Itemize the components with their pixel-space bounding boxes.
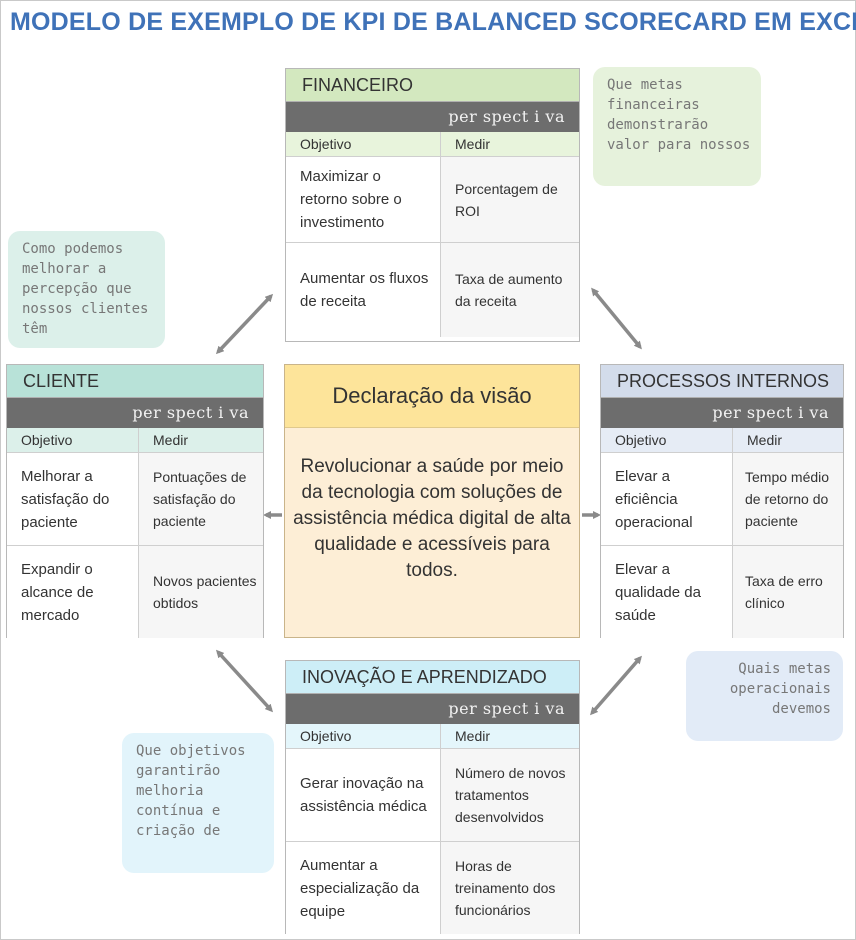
financeiro-col-objective: Objetivo [286, 132, 441, 156]
measure-cell: Tempo médio de retorno do paciente [733, 453, 843, 545]
measure-cell: Horas de treinamento dos funcionários [441, 842, 579, 934]
measure-cell: Número de novos tratamentos desenvolvido… [441, 749, 579, 841]
financeiro-col-measure: Medir [455, 136, 491, 152]
vision-statement-box: Declaração da visão Revolucionar a saúde… [284, 364, 580, 638]
measure-cell: Taxa de erro clínico [733, 546, 843, 638]
cliente-col-objective: Objetivo [7, 428, 139, 452]
inovacao-header: INOVAÇÃO E APRENDIZADO [286, 661, 579, 694]
arrow-cliente-financeiro [215, 293, 274, 355]
measure-cell: Porcentagem de ROI [441, 157, 579, 242]
note-inovacao: Que objetivos garantirão melhoria contín… [122, 733, 274, 873]
note-cliente: Como podemos melhorar a percepção que no… [8, 231, 165, 348]
objective-cell: Elevar a qualidade da saúde [601, 546, 733, 638]
vision-text: Revolucionar a saúde por meio da tecnolo… [293, 456, 571, 581]
arrow-processos-inovacao [590, 655, 642, 716]
table-row: Aumentar a especialização da equipe Hora… [286, 842, 579, 934]
inovacao-col-objective: Objetivo [286, 724, 441, 748]
arrow-financeiro-processos [591, 287, 642, 350]
objective-cell: Aumentar os fluxos de receita [286, 243, 441, 337]
table-row: Aumentar os fluxos de receita Taxa de au… [286, 243, 579, 337]
objective-cell: Maximizar o retorno sobre o investimento [286, 157, 441, 242]
table-row: Gerar inovação na assistência médica Núm… [286, 749, 579, 842]
note-processos: Quais metas operacionais devemos [686, 651, 843, 741]
page-title: MODELO DE EXEMPLO DE KPI DE BALANCED SCO… [10, 8, 856, 36]
objective-cell: Aumentar a especialização da equipe [286, 842, 441, 934]
processos-col-measure: Medir [747, 432, 783, 448]
table-row: Maximizar o retorno sobre o investimento… [286, 157, 579, 243]
measure-cell: Novos pacientes obtidos [139, 546, 263, 638]
objective-cell: Melhorar a satisfação do paciente [7, 453, 139, 545]
arrow-cliente-inovacao [215, 649, 274, 713]
financeiro-header: FINANCEIRO [286, 69, 579, 102]
cliente-perspective-label: per spect i va [7, 398, 263, 428]
processos-perspective-box: PROCESSOS INTERNOS per spect i va Objeti… [600, 364, 844, 638]
inovacao-perspective-box: INOVAÇÃO E APRENDIZADO per spect i va Ob… [285, 660, 580, 934]
processos-column-headers: Objetivo Medir [601, 428, 843, 453]
cliente-perspective-box: CLIENTE per spect i va Objetivo Medir Me… [6, 364, 264, 638]
objective-cell: Elevar a eficiência operacional [601, 453, 733, 545]
financeiro-perspective-box: FINANCEIRO per spect i va Objetivo Medir… [285, 68, 580, 342]
table-row: Melhorar a satisfação do paciente Pontua… [7, 453, 263, 546]
measure-cell: Taxa de aumento da receita [441, 243, 579, 337]
vision-title: Declaração da visão [285, 365, 579, 428]
objective-cell: Expandir o alcance de mercado [7, 546, 139, 638]
cliente-column-headers: Objetivo Medir [7, 428, 263, 453]
inovacao-column-headers: Objetivo Medir [286, 724, 579, 749]
cliente-col-measure: Medir [153, 432, 189, 448]
inovacao-perspective-label: per spect i va [286, 694, 579, 724]
financeiro-column-headers: Objetivo Medir [286, 132, 579, 157]
objective-cell: Gerar inovação na assistência médica [286, 749, 441, 841]
table-row: Expandir o alcance de mercado Novos paci… [7, 546, 263, 638]
measure-cell: Pontuações de satisfação do paciente [139, 453, 263, 545]
cliente-header: CLIENTE [7, 365, 263, 398]
financeiro-perspective-label: per spect i va [286, 102, 579, 132]
table-row: Elevar a eficiência operacional Tempo mé… [601, 453, 843, 546]
inovacao-col-measure: Medir [455, 728, 491, 744]
processos-header: PROCESSOS INTERNOS [601, 365, 843, 398]
processos-perspective-label: per spect i va [601, 398, 843, 428]
note-financeiro: Que metas financeiras demonstrarão valor… [593, 67, 761, 186]
processos-col-objective: Objetivo [601, 428, 733, 452]
table-row: Elevar a qualidade da saúde Taxa de erro… [601, 546, 843, 638]
